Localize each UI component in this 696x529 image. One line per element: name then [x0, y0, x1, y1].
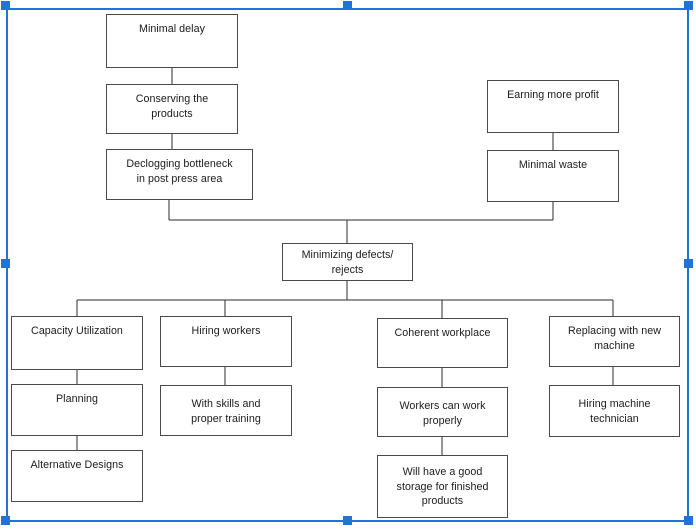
node-conserving-products[interactable]: Conserving the products: [106, 84, 238, 134]
node-label: Declogging bottleneck in post press area: [126, 158, 233, 185]
node-label: Earning more profit: [507, 89, 599, 101]
node-minimal-delay[interactable]: Minimal delay: [106, 14, 238, 68]
node-label: Hiring machine technician: [578, 398, 651, 425]
node-label: Minimizing defects/ rejects: [301, 249, 394, 276]
node-replacing-new-machine[interactable]: Replacing with new machine: [549, 316, 680, 367]
node-label: Alternative Designs: [30, 459, 124, 471]
resize-handle-bottom-center[interactable]: [343, 516, 352, 525]
node-declogging-bottleneck[interactable]: Declogging bottleneck in post press area: [106, 149, 253, 200]
resize-handle-top-right[interactable]: [684, 1, 693, 10]
node-with-skills-training[interactable]: With skills and proper training: [160, 385, 292, 436]
resize-handle-top-left[interactable]: [1, 1, 10, 10]
resize-handle-bottom-right[interactable]: [684, 516, 693, 525]
node-label: Coherent workplace: [394, 327, 491, 339]
node-minimizing-defects[interactable]: Minimizing defects/ rejects: [282, 243, 413, 281]
node-label: Minimal delay: [139, 23, 205, 35]
node-label: Capacity Utilization: [31, 325, 123, 337]
node-coherent-workplace[interactable]: Coherent workplace: [377, 318, 508, 368]
node-minimal-waste[interactable]: Minimal waste: [487, 150, 619, 202]
node-alternative-designs[interactable]: Alternative Designs: [11, 450, 143, 502]
node-label: Planning: [56, 393, 98, 405]
node-workers-can-work[interactable]: Workers can work properly: [377, 387, 508, 437]
node-good-storage[interactable]: Will have a good storage for finished pr…: [377, 455, 508, 518]
node-label: Will have a good storage for finished pr…: [396, 466, 489, 507]
node-capacity-utilization[interactable]: Capacity Utilization: [11, 316, 143, 370]
node-planning[interactable]: Planning: [11, 384, 143, 436]
resize-handle-top-center[interactable]: [343, 1, 352, 10]
resize-handle-middle-left[interactable]: [1, 259, 10, 268]
node-label: Minimal waste: [518, 159, 588, 171]
node-hiring-machine-technician[interactable]: Hiring machine technician: [549, 385, 680, 437]
resize-handle-bottom-left[interactable]: [1, 516, 10, 525]
node-label: Workers can work properly: [399, 400, 486, 427]
node-label: Conserving the products: [135, 93, 209, 120]
resize-handle-middle-right[interactable]: [684, 259, 693, 268]
node-label: Replacing with new machine: [568, 325, 661, 352]
node-label: Hiring workers: [191, 325, 261, 337]
node-hiring-workers[interactable]: Hiring workers: [160, 316, 292, 367]
node-earning-more-profit[interactable]: Earning more profit: [487, 80, 619, 133]
node-label: With skills and proper training: [191, 398, 261, 425]
